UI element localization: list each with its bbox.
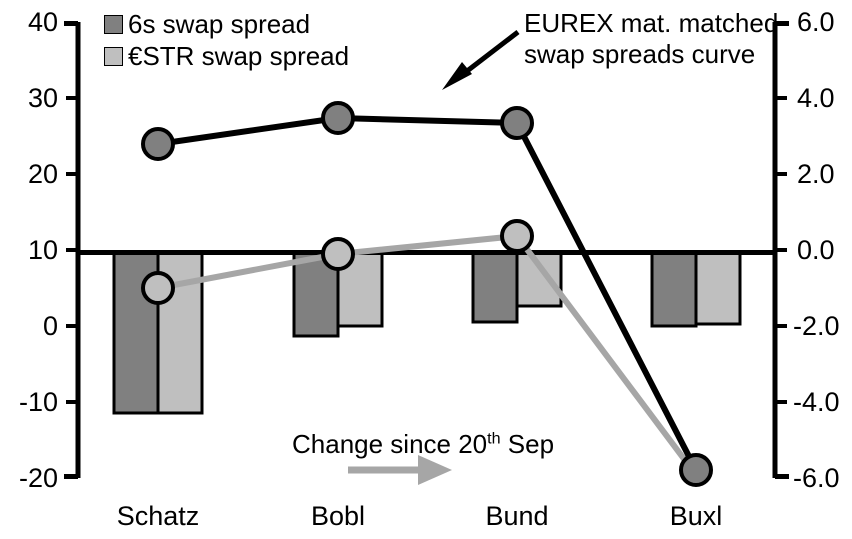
- left-axis-tick-0: 0: [42, 311, 58, 341]
- legend-swatch-6s-icon: [104, 14, 123, 34]
- change-callout-arrow-icon: [348, 455, 452, 485]
- right-axis-tick-2: 2.0: [797, 159, 835, 189]
- bar-group-buxl: [650, 250, 742, 328]
- bar-6s-buxl: [650, 250, 698, 328]
- right-axis-tick-6: 6.0: [797, 7, 835, 37]
- change-annotation: Change since 20th Sep: [292, 429, 554, 460]
- legend-item-estr-swap-spread[interactable]: €STR swap spread: [104, 40, 349, 72]
- legend-item-6s-swap-spread[interactable]: 6s swap spread: [104, 8, 349, 40]
- eurex-annotation-line1: EUREX mat. matched: [524, 8, 779, 38]
- category-label-bobl: Bobl: [310, 501, 366, 531]
- bar-estr-bund: [515, 250, 563, 308]
- category-label-schatz: Schatz: [116, 501, 200, 531]
- series-eurex-curve: [141, 101, 713, 487]
- change-annotation-suffix: Sep: [500, 429, 555, 459]
- legend-label-6s: 6s swap spread: [128, 9, 311, 39]
- bar-group-bund: [471, 250, 563, 324]
- bar-estr-buxl: [694, 250, 742, 326]
- right-axis-tick-minus-2: -2.0: [793, 311, 840, 341]
- series-change-since-sep: [141, 219, 699, 477]
- bar-6s-bund: [471, 250, 519, 324]
- left-axis-tick-minus-10: -10: [18, 387, 58, 417]
- left-axis-tick-20: 20: [27, 159, 58, 189]
- right-axis-tick-minus-4: -4.0: [793, 387, 840, 417]
- legend-label-estr: €STR swap spread: [128, 41, 350, 71]
- left-axis-tick-10: 10: [27, 235, 58, 265]
- right-axis-tick-0: 0.0: [797, 235, 835, 265]
- change-annotation-text: Change since 20: [292, 429, 488, 459]
- right-axis-tick-4: 4.0: [797, 83, 835, 113]
- eurex-annotation: EUREX mat. matched swap spreads curve: [524, 8, 778, 70]
- right-axis: [772, 21, 789, 479]
- left-axis-tick-minus-20: -20: [18, 463, 58, 493]
- left-axis-tick-40: 40: [27, 7, 58, 37]
- legend: 6s swap spread €STR swap spread: [104, 8, 349, 72]
- eurex-annotation-line2: swap spreads curve: [524, 39, 756, 69]
- left-axis: [64, 21, 81, 479]
- right-axis-tick-minus-6: -6.0: [793, 463, 840, 493]
- category-label-bund: Bund: [485, 501, 549, 531]
- left-axis-tick-30: 30: [27, 83, 58, 113]
- change-annotation-ordinal: th: [487, 429, 501, 448]
- category-label-buxl: Buxl: [669, 501, 723, 531]
- eurex-callout-arrow-icon: [442, 30, 520, 90]
- legend-swatch-estr-icon: [104, 46, 123, 66]
